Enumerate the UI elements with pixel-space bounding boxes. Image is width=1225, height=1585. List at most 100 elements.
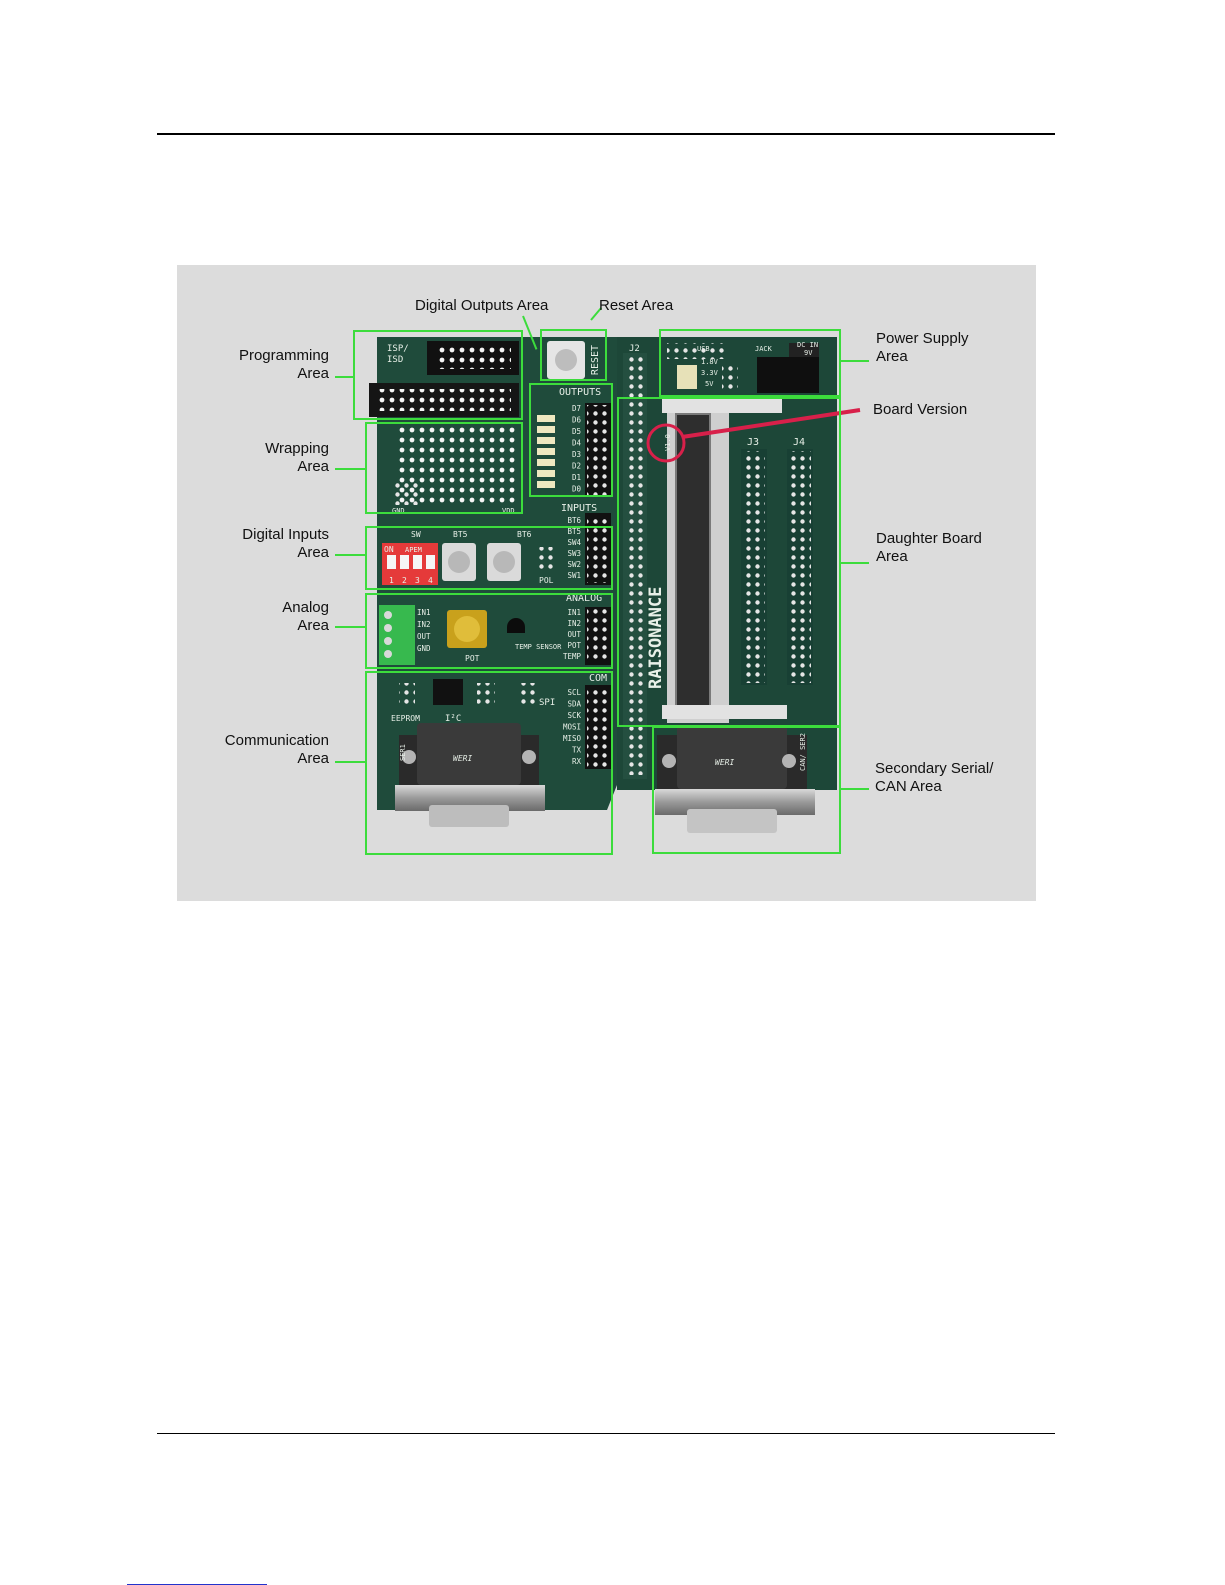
board-version-marker [646,423,686,463]
wrapping-leader [335,468,367,470]
wrapping-label: Wrapping Area [265,440,329,475]
outputs-mark: OUTPUTS [559,387,601,398]
serial-connector-1 [395,723,545,827]
com-pin-label: MOSI [563,723,581,732]
version-mark: V1.0 [664,434,672,451]
ser1-mark: SER1 [399,744,407,761]
com-pin-label: SDA [567,700,581,709]
analog-left-pin-label: GND [417,644,431,653]
analog-right-pin-label: IN2 [567,619,581,628]
input-pin-label: SW2 [567,560,581,569]
can-ser2-mark: CAN/ SER2 [799,733,807,771]
analog-label: Analog Area [282,599,329,634]
spi-mark: SPI [539,698,555,708]
pol-mark: POL [539,576,554,585]
serial-connector-2 [655,725,815,833]
daughter-board-leader [841,562,869,564]
j4-mark: J4 [793,437,805,448]
output-pin-label: D1 [572,473,581,482]
j2-mark: J2 [629,344,640,354]
input-pin-label: SW1 [567,571,581,580]
digital-inputs-box [365,526,613,590]
daughter-board-label: Daughter Board Area [876,530,982,565]
programming-label: Programming Area [238,347,329,382]
weri-mark-2: WERI [715,758,734,767]
apem-mark: APEM [405,546,422,554]
footer-rule [157,1433,1055,1434]
digital-inputs-leader [335,554,367,556]
dc-jack [757,357,819,393]
analog-leader [335,626,367,628]
power-supply-leader [841,360,869,362]
communication-label: Communication Area [224,732,329,767]
usb-mark: USB [697,345,710,353]
analog-right-pin-label: TEMP [563,652,582,661]
com-pin-label: TX [572,746,582,755]
analog-left-pin-label: IN1 [417,608,431,617]
analog-right-pin-label: POT [567,641,581,650]
header-rule [157,133,1055,135]
bt5-mark: BT5 [453,530,468,539]
reset-box [540,329,607,381]
daughter-board-box [617,397,841,727]
reset-mark: RESET [590,345,601,375]
com-pin-label: MISO [563,734,582,743]
output-pin-label: D4 [572,439,582,448]
jack-mark: JACK [755,345,773,353]
output-pin-label: D2 [572,462,581,471]
analog-right-pin-label: OUT [567,630,581,639]
com-mark: COM [589,673,607,684]
output-leds [537,415,555,488]
weri-mark-1: WERI [453,754,472,763]
communication-leader [335,761,367,763]
j3-mark: J3 [747,437,759,448]
analog-mark: ANALOG [566,593,602,604]
5v-mark: 5V [705,380,714,388]
secondary-serial-label: Secondary Serial/ CAN Area [875,760,994,795]
input-pin-label: SW3 [567,549,581,558]
programming-leader [335,376,355,378]
9v-mark: 9V [804,349,813,357]
pot-mark: POT [465,654,480,663]
analog-right-pin-label: IN1 [567,608,581,617]
board-version-label: Board Version [873,401,968,418]
input-pin-label: SW4 [567,538,581,547]
isp-mark: ISP/ [387,344,409,354]
board-illustration: ISP/ ISD RESET OUTPUTS INPUTS SW BT5 BT6… [369,337,861,833]
raisonance-mark: RAISONANCE [646,587,666,689]
com-pin-label: SCK [567,711,581,720]
dip-number-label: 3 [415,576,420,585]
digital-outputs-label: Digital Outputs Area [415,297,549,314]
analog-box [365,593,613,669]
output-pin-label: D7 [572,404,581,413]
inputs-mark: INPUTS [561,503,597,514]
dip-number-label: 4 [428,576,433,585]
temp-mark: TEMP SENSOR [515,643,562,651]
com-pin-label: SCL [567,688,581,697]
gnd-mark: GND [392,507,405,515]
i2c-mark: I²C [445,714,461,724]
secondary-serial-leader [841,788,869,790]
output-pin-label: D5 [572,427,581,436]
com-pin-label: RX [572,757,582,766]
power-supply-label: Power Supply Area [876,330,969,365]
dcin-mark: DC IN [797,341,818,349]
sw-mark: SW [411,530,421,539]
isd-mark: ISD [387,355,403,365]
board-figure: ISP/ ISD RESET OUTPUTS INPUTS SW BT5 BT6… [177,265,1036,901]
bt6-mark: BT6 [517,530,532,539]
secondary-serial-box [652,726,841,854]
output-pin-label: D3 [572,450,581,459]
eeprom-mark: EEPROM [391,714,420,723]
communication-box [365,671,613,855]
digital-outputs-box [529,383,613,497]
wrapping-box [365,422,523,514]
digital-inputs-label: Digital Inputs Area [242,526,329,561]
on-mark: ON [384,545,394,554]
input-pin-label: BT6 [567,516,581,525]
reset-label: Reset Area [599,297,674,314]
33v-mark: 3.3V [701,369,719,377]
vdd-mark: VDD [502,507,515,515]
analog-left-pin-label: IN2 [417,620,431,629]
output-pin-label: D0 [572,485,582,494]
